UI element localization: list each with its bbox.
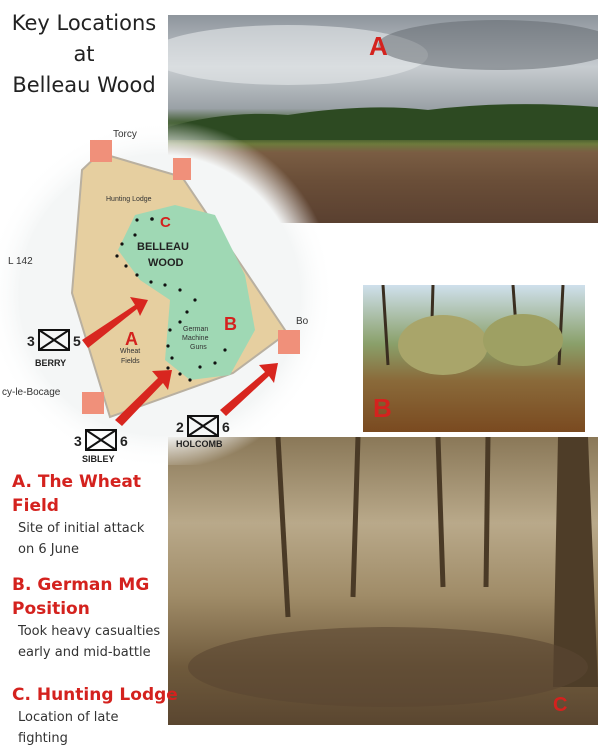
photo-hunting-lodge-battle: C: [168, 437, 598, 725]
legend-heading: Field: [12, 496, 59, 516]
map-label-mg-3: Guns: [190, 344, 207, 351]
map-label-wheat: Wheat: [120, 348, 140, 355]
unit-sibley-name: SIBLEY: [82, 454, 115, 464]
title-line: Key Locations: [11, 11, 157, 35]
page-title: Key Locations at Belleau Wood: [0, 8, 168, 101]
map-label-bocage: cy-le-Bocage: [2, 387, 61, 398]
legend-heading: Position: [12, 599, 90, 619]
map-marker-c: C: [160, 214, 171, 231]
map-label-wood: WOOD: [148, 257, 183, 269]
photo-label-b: B: [373, 393, 392, 423]
unit-holcomb-name: HOLCOMB: [176, 439, 223, 449]
legend-description: Took heavy casualties: [18, 624, 161, 639]
map-label-road: L 142: [8, 256, 33, 267]
legend-description: on 6 June: [18, 542, 80, 557]
legend-description: early and mid-battle: [18, 645, 151, 660]
legend-heading: B. German MG: [12, 575, 150, 595]
map-label-bou: Bo: [296, 316, 309, 327]
legend-description: Location of late: [18, 710, 119, 725]
legend-german-mg: B. German MG Position Took heavy casualt…: [12, 573, 160, 663]
unit-berry-left: 3: [27, 333, 35, 349]
map-label-hunting-lodge: Hunting Lodge: [106, 196, 152, 203]
map-label-belleau: BELLEAU: [137, 241, 189, 253]
legend-description: fighting: [18, 731, 68, 746]
map-label-mg-1: German: [183, 326, 208, 333]
legend-heading: C. Hunting Lodge: [12, 685, 178, 705]
map-label-torcy: Torcy: [113, 129, 137, 140]
map-label-fields: Fields: [121, 358, 140, 365]
unit-holcomb-left: 2: [176, 419, 184, 435]
unit-sibley-right: 6: [120, 433, 128, 449]
legend-hunting-lodge: C. Hunting Lodge Location of late fighti…: [12, 683, 178, 748]
map-marker-b: B: [224, 314, 237, 334]
legend-heading: A. The Wheat: [12, 472, 141, 492]
legend-wheat-field: A. The Wheat Field Site of initial attac…: [12, 470, 144, 560]
belleau-wood-map: Torcy L 142 cy-le-Bocage Bo Hunting Lodg…: [0, 120, 330, 465]
unit-berry-right: 5: [73, 333, 81, 349]
title-line: at: [73, 42, 95, 66]
photo-label-c: C: [553, 694, 568, 716]
title-line: Belleau Wood: [12, 73, 156, 97]
map-label-mg-2: Machine: [182, 335, 209, 342]
map-marker-a: A: [125, 329, 138, 349]
unit-sibley-left: 3: [74, 433, 82, 449]
legend-description: Site of initial attack: [18, 521, 145, 536]
photo-label-a: A: [369, 31, 388, 61]
unit-holcomb-right: 6: [222, 419, 230, 435]
unit-berry-name: BERRY: [35, 358, 66, 368]
photo-german-mg-position: B: [363, 285, 585, 432]
